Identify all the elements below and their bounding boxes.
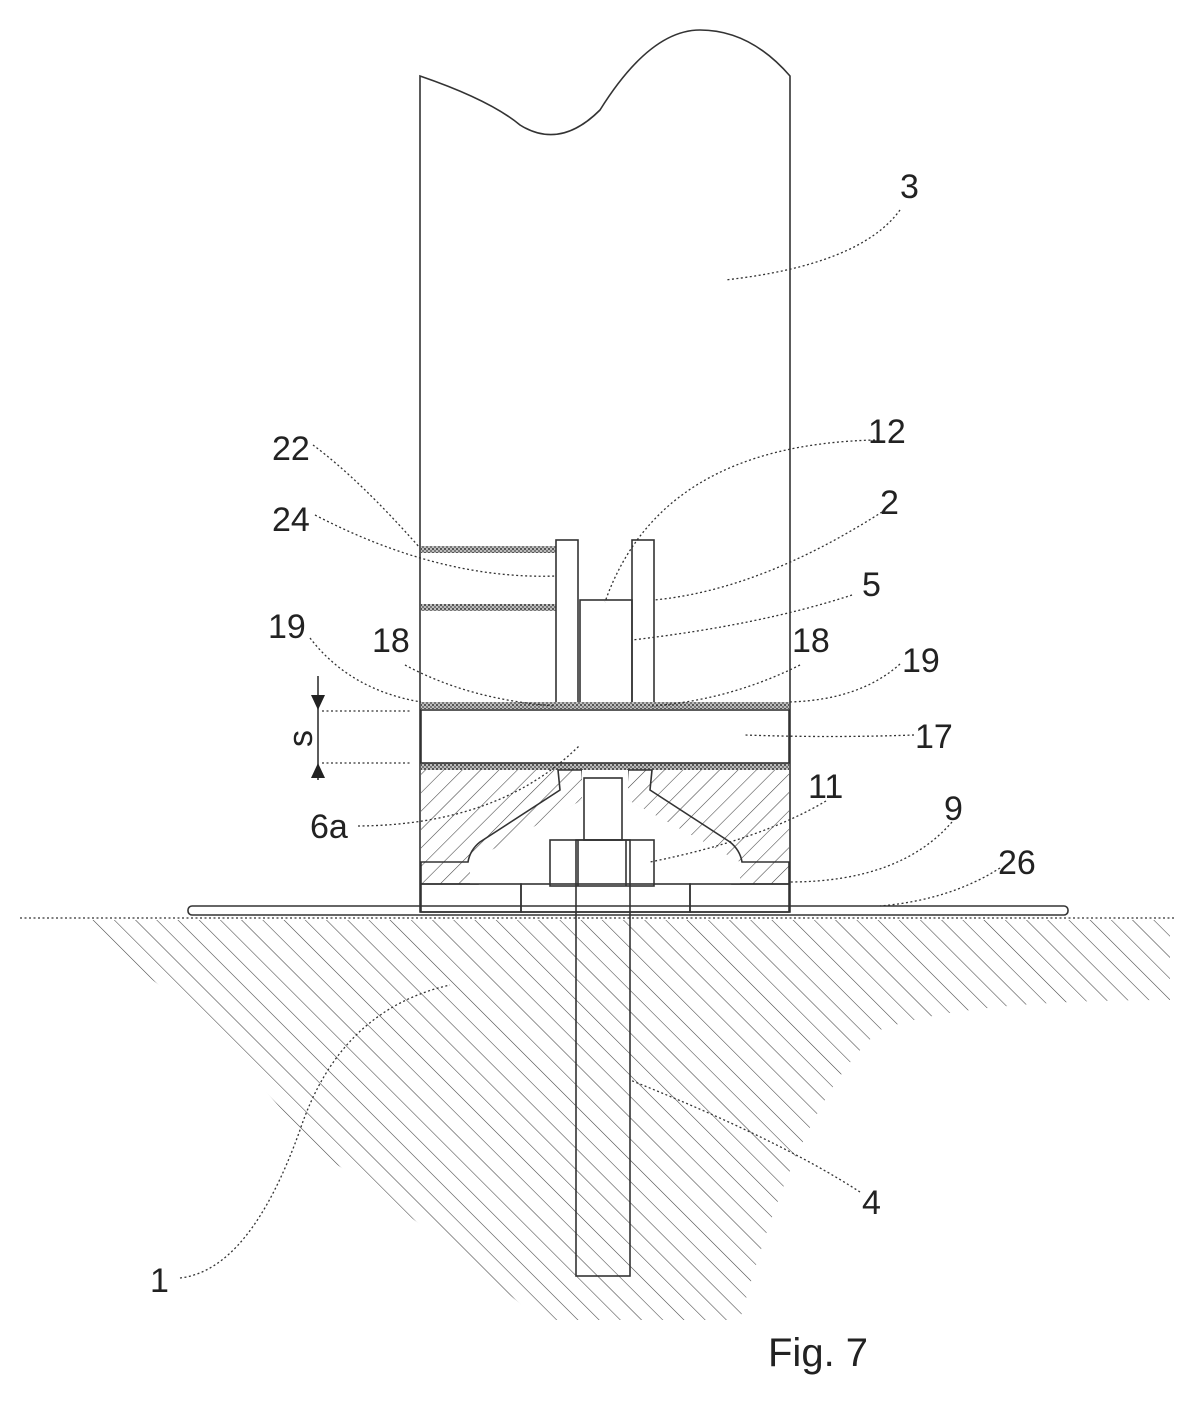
label-22: 22	[272, 430, 310, 468]
label-s: s	[282, 730, 320, 747]
sleeve-assembly	[556, 540, 654, 708]
figure-caption: Fig. 7	[768, 1331, 868, 1375]
base-plates	[421, 884, 789, 912]
label-6a: 6a	[310, 808, 348, 846]
ground-foundation	[20, 918, 1175, 1320]
label-4: 4	[862, 1184, 881, 1222]
lower-cone	[421, 770, 789, 884]
label-17: 17	[915, 718, 953, 756]
label-11: 11	[808, 768, 843, 806]
plate-17	[421, 710, 789, 763]
label-12: 12	[868, 413, 906, 451]
layers-19	[421, 702, 789, 770]
label-18-left: 18	[372, 622, 410, 660]
label-19-left: 19	[268, 608, 306, 646]
label-24: 24	[272, 501, 310, 539]
label-18-right: 18	[792, 622, 830, 660]
label-2: 2	[880, 484, 899, 522]
label-9: 9	[944, 790, 963, 828]
label-26: 26	[998, 844, 1036, 882]
side-opening	[421, 546, 556, 611]
label-5: 5	[862, 566, 881, 604]
label-19-right: 19	[902, 642, 940, 680]
leveling-plate	[188, 906, 1068, 915]
label-1: 1	[150, 1262, 169, 1300]
label-3: 3	[900, 168, 919, 206]
dimension-s	[311, 676, 410, 780]
